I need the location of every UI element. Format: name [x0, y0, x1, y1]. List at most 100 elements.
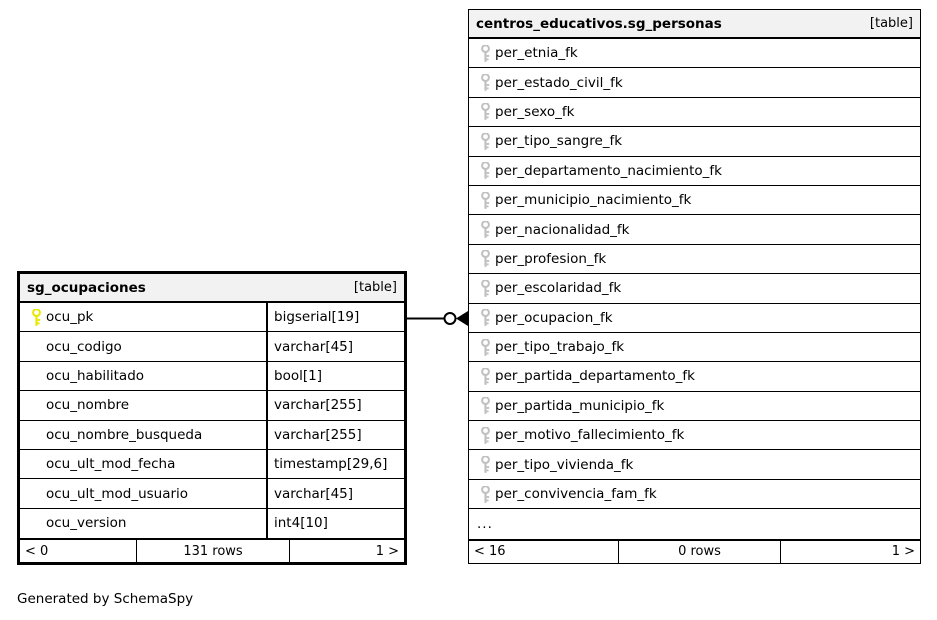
foreign-key-icon: [475, 480, 495, 508]
table-row[interactable]: per_sexo_fk: [469, 98, 920, 128]
column-name-cell: ocu_ult_mod_fecha: [20, 450, 266, 478]
column-name-cell: per_partida_departamento_fk: [469, 362, 920, 390]
column-name-cell: per_sexo_fk: [469, 98, 920, 126]
key-icon-placeholder: [26, 362, 46, 390]
column-name-cell: per_etnia_fk: [469, 39, 920, 67]
more-columns-cell: ...: [469, 509, 920, 538]
table-row[interactable]: ocu_ult_mod_fecha timestamp[29,6]: [20, 449, 404, 480]
column-name: per_partida_municipio_fk: [495, 397, 665, 414]
column-name-cell: per_tipo_vivienda_fk: [469, 450, 920, 478]
key-icon-placeholder: [26, 479, 46, 507]
column-name: ocu_nombre_busqueda: [46, 426, 203, 443]
column-name: per_nacionalidad_fk: [495, 221, 630, 238]
table-row[interactable]: ocu_version int4[10]: [20, 508, 404, 539]
foreign-key-icon: [475, 362, 495, 390]
key-icon-placeholder: [26, 332, 46, 360]
column-type: varchar[255]: [274, 397, 362, 414]
table-row[interactable]: per_tipo_vivienda_fk: [469, 450, 920, 480]
column-name-cell: ocu_codigo: [20, 332, 266, 360]
prev-page-button[interactable]: < 0: [25, 543, 49, 559]
column-type-cell: bool[1]: [266, 361, 404, 391]
column-name-cell: ocu_nombre_busqueda: [20, 421, 266, 449]
column-name: per_motivo_fallecimiento_fk: [495, 427, 685, 444]
primary-key-icon: [26, 303, 46, 331]
column-type-cell: varchar[45]: [266, 479, 404, 508]
column-name: ocu_version: [46, 515, 127, 532]
next-page-button[interactable]: 1 >: [375, 543, 399, 559]
table-footer-sg-personas: < 16 0 rows 1 >: [469, 538, 920, 563]
table-row[interactable]: ocu_nombre_busqueda varchar[255]: [20, 420, 404, 450]
table-kind-label: [table]: [869, 16, 913, 31]
table-row[interactable]: per_nacionalidad_fk: [469, 215, 920, 245]
column-name-cell: ocu_habilitado: [20, 362, 266, 390]
key-icon-placeholder: [26, 391, 46, 419]
table-row[interactable]: per_partida_municipio_fk: [469, 392, 920, 422]
table-row[interactable]: ocu_habilitado bool[1]: [20, 361, 404, 392]
table-row[interactable]: per_escolaridad_fk: [469, 274, 920, 304]
column-name-cell: ocu_version: [20, 509, 266, 538]
more-columns-indicator: ...: [477, 515, 493, 532]
foreign-key-icon: [475, 333, 495, 361]
table-row[interactable]: per_motivo_fallecimiento_fk: [469, 421, 920, 451]
key-icon-placeholder: [26, 509, 46, 538]
table-sg-personas[interactable]: centros_educativos.sg_personas [table] p…: [468, 9, 921, 564]
key-icon-placeholder: [26, 450, 46, 478]
table-header-sg-personas: centros_educativos.sg_personas [table]: [469, 10, 920, 39]
foreign-key-icon: [475, 98, 495, 126]
foreign-key-icon: [475, 127, 495, 155]
table-row[interactable]: per_partida_departamento_fk: [469, 362, 920, 392]
column-type-cell: timestamp[29,6]: [266, 449, 404, 479]
column-name: ocu_habilitado: [46, 367, 145, 384]
column-name-cell: ocu_ult_mod_usuario: [20, 479, 266, 507]
table-row[interactable]: ocu_ult_mod_usuario varchar[45]: [20, 479, 404, 509]
table-row[interactable]: per_convivencia_fam_fk: [469, 480, 920, 510]
table-row[interactable]: per_ocupacion_fk: [469, 304, 920, 333]
column-name: per_escolaridad_fk: [495, 280, 622, 297]
table-header-sg-ocupaciones: sg_ocupaciones [table]: [20, 274, 404, 303]
more-columns-row[interactable]: ...: [469, 509, 920, 538]
foreign-key-icon: [475, 215, 495, 243]
column-name-cell: per_estado_civil_fk: [469, 68, 920, 96]
prev-page-button[interactable]: < 16: [474, 544, 506, 560]
table-row[interactable]: per_etnia_fk: [469, 39, 920, 69]
column-type-cell: varchar[45]: [266, 332, 404, 361]
next-page-button[interactable]: 1 >: [891, 544, 915, 560]
column-name: per_profesion_fk: [495, 250, 607, 267]
column-name-cell: per_profesion_fk: [469, 245, 920, 273]
column-name-cell: per_escolaridad_fk: [469, 274, 920, 302]
table-row[interactable]: per_departamento_nacimiento_fk: [469, 157, 920, 186]
table-row[interactable]: per_municipio_nacimiento_fk: [469, 186, 920, 216]
column-type: int4[10]: [274, 515, 328, 532]
column-name-cell: per_ocupacion_fk: [469, 304, 920, 332]
column-name: per_municipio_nacimiento_fk: [495, 192, 692, 209]
cardinality-zero-marker: [443, 312, 457, 325]
column-name-cell: per_convivencia_fam_fk: [469, 480, 920, 508]
column-name-cell: per_tipo_sangre_fk: [469, 127, 920, 155]
foreign-key-icon: [475, 68, 495, 96]
column-type-cell: int4[10]: [266, 508, 404, 539]
column-name-cell: per_partida_municipio_fk: [469, 392, 920, 420]
table-row[interactable]: per_tipo_trabajo_fk: [469, 333, 920, 363]
column-type: varchar[255]: [274, 426, 362, 443]
column-name: ocu_ult_mod_usuario: [46, 485, 189, 502]
column-name: per_convivencia_fam_fk: [495, 486, 657, 503]
table-row[interactable]: per_estado_civil_fk: [469, 68, 920, 98]
column-type-cell: varchar[255]: [266, 420, 404, 449]
column-name: per_tipo_trabajo_fk: [495, 339, 625, 356]
foreign-key-icon: [475, 421, 495, 449]
column-name: ocu_codigo: [46, 338, 122, 355]
table-row[interactable]: per_tipo_sangre_fk: [469, 127, 920, 157]
generated-by-caption: Generated by SchemaSpy: [17, 591, 194, 607]
table-row[interactable]: ocu_codigo varchar[45]: [20, 332, 404, 362]
cardinality-many-marker: [456, 311, 468, 326]
foreign-key-icon: [475, 392, 495, 420]
column-name-cell: per_municipio_nacimiento_fk: [469, 186, 920, 214]
column-name: ocu_ult_mod_fecha: [46, 456, 176, 473]
foreign-key-icon: [475, 245, 495, 273]
table-row[interactable]: per_profesion_fk: [469, 245, 920, 275]
